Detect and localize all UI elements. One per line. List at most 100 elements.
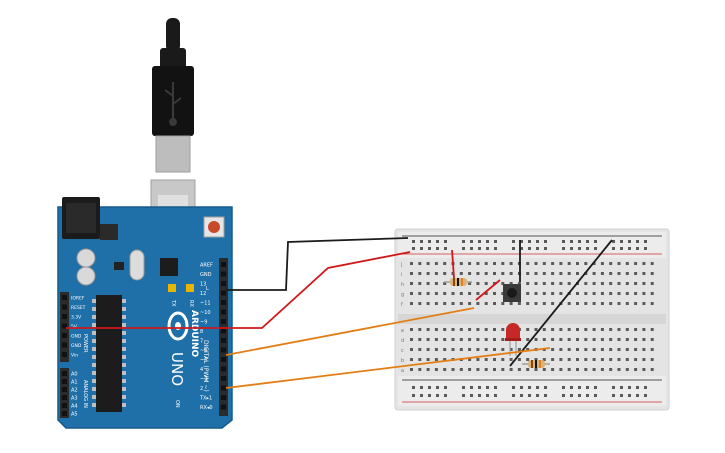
breadboard-hole[interactable]	[534, 358, 538, 361]
digital-pin-hole[interactable]	[221, 290, 226, 296]
rail-hole[interactable]	[462, 247, 465, 250]
breadboard-hole[interactable]	[418, 292, 422, 295]
rail-hole[interactable]	[462, 386, 465, 389]
breadboard-hole[interactable]	[642, 292, 646, 295]
breadboard-hole[interactable]	[592, 302, 596, 305]
breadboard-hole[interactable]	[509, 262, 513, 265]
rail-hole[interactable]	[478, 247, 481, 250]
rail-hole[interactable]	[486, 394, 489, 397]
rail-hole[interactable]	[636, 240, 639, 243]
breadboard-hole[interactable]	[484, 302, 488, 305]
rail-hole[interactable]	[578, 386, 581, 389]
breadboard-hole[interactable]	[468, 328, 472, 331]
breadboard-hole[interactable]	[443, 348, 447, 351]
breadboard-hole[interactable]	[459, 272, 463, 275]
breadboard-hole[interactable]	[592, 348, 596, 351]
breadboard-hole[interactable]	[484, 292, 488, 295]
breadboard-hole[interactable]	[551, 292, 555, 295]
breadboard-hole[interactable]	[584, 302, 588, 305]
breadboard-hole[interactable]	[451, 338, 455, 341]
resistor-1[interactable]	[444, 278, 472, 286]
breadboard-hole[interactable]	[625, 358, 629, 361]
breadboard-hole[interactable]	[468, 302, 472, 305]
breadboard-hole[interactable]	[559, 368, 563, 371]
breadboard-hole[interactable]	[468, 262, 472, 265]
rail-hole[interactable]	[620, 386, 623, 389]
rail-hole[interactable]	[512, 386, 515, 389]
breadboard-hole[interactable]	[534, 302, 538, 305]
breadboard-hole[interactable]	[551, 262, 555, 265]
breadboard-hole[interactable]	[551, 328, 555, 331]
breadboard-hole[interactable]	[650, 358, 654, 361]
breadboard-hole[interactable]	[584, 262, 588, 265]
breadboard-hole[interactable]	[526, 338, 530, 341]
breadboard-hole[interactable]	[567, 348, 571, 351]
breadboard-hole[interactable]	[459, 302, 463, 305]
breadboard-hole[interactable]	[617, 348, 621, 351]
breadboard-hole[interactable]	[650, 328, 654, 331]
rail-hole[interactable]	[636, 386, 639, 389]
breadboard-hole[interactable]	[584, 292, 588, 295]
breadboard-hole[interactable]	[418, 328, 422, 331]
power-pin-hole[interactable]	[62, 314, 67, 319]
rail-hole[interactable]	[528, 240, 531, 243]
breadboard-hole[interactable]	[451, 292, 455, 295]
wire-red-jumper[interactable]	[451, 249, 455, 279]
rail-hole[interactable]	[570, 240, 573, 243]
breadboard-hole[interactable]	[459, 368, 463, 371]
breadboard-hole[interactable]	[642, 302, 646, 305]
breadboard-hole[interactable]	[625, 338, 629, 341]
breadboard-hole[interactable]	[451, 328, 455, 331]
breadboard-hole[interactable]	[493, 302, 496, 305]
breadboard-hole[interactable]	[625, 348, 629, 351]
power-pin-hole[interactable]	[62, 295, 67, 300]
breadboard-hole[interactable]	[542, 338, 546, 341]
breadboard-hole[interactable]	[650, 302, 654, 305]
rail-hole[interactable]	[562, 247, 565, 250]
analog-pin-hole[interactable]	[62, 379, 67, 384]
breadboard-hole[interactable]	[600, 328, 604, 331]
breadboard-hole[interactable]	[484, 338, 488, 341]
breadboard-hole[interactable]	[410, 328, 413, 331]
digital-pin-hole[interactable]	[221, 281, 226, 286]
breadboard-hole[interactable]	[567, 358, 571, 361]
power-pin-hole[interactable]	[62, 352, 67, 357]
rail-hole[interactable]	[420, 394, 423, 397]
breadboard-hole[interactable]	[526, 348, 530, 351]
breadboard-hole[interactable]	[617, 262, 621, 265]
rail-hole[interactable]	[420, 386, 423, 389]
breadboard-hole[interactable]	[484, 272, 488, 275]
rail-hole[interactable]	[578, 394, 581, 397]
rail-hole[interactable]	[412, 240, 415, 243]
breadboard-hole[interactable]	[617, 272, 621, 275]
breadboard-hole[interactable]	[600, 272, 604, 275]
breadboard-hole[interactable]	[634, 292, 638, 295]
breadboard-hole[interactable]	[567, 328, 571, 331]
wire-black-diagonal[interactable]	[509, 239, 613, 367]
breadboard-hole[interactable]	[418, 338, 422, 341]
breadboard-hole[interactable]	[501, 348, 505, 351]
breadboard-hole[interactable]	[517, 348, 521, 351]
breadboard-hole[interactable]	[650, 272, 654, 275]
breadboard-hole[interactable]	[559, 262, 563, 265]
breadboard-hole[interactable]	[567, 272, 571, 275]
breadboard-hole[interactable]	[617, 368, 621, 371]
digital-pin-hole[interactable]	[221, 366, 226, 372]
breadboard-hole[interactable]	[625, 292, 629, 295]
breadboard-hole[interactable]	[559, 358, 563, 361]
breadboard-hole[interactable]	[526, 262, 530, 265]
breadboard-hole[interactable]	[542, 358, 546, 361]
breadboard-hole[interactable]	[584, 368, 588, 371]
power-pin-hole[interactable]	[62, 342, 67, 348]
breadboard-hole[interactable]	[509, 272, 513, 275]
breadboard-hole[interactable]	[418, 348, 422, 351]
breadboard-hole[interactable]	[600, 348, 604, 351]
breadboard-hole[interactable]	[443, 302, 447, 305]
arduino-uno-board[interactable]: TX RX L ARDUINO UNO ON DIGITAL (PWM ~) A…	[57, 197, 233, 429]
breadboard-hole[interactable]	[509, 302, 513, 305]
breadboard-hole[interactable]	[600, 262, 604, 265]
breadboard-hole[interactable]	[592, 282, 596, 285]
breadboard-hole[interactable]	[576, 262, 579, 265]
rail-hole[interactable]	[628, 386, 631, 389]
breadboard-hole[interactable]	[609, 338, 613, 341]
